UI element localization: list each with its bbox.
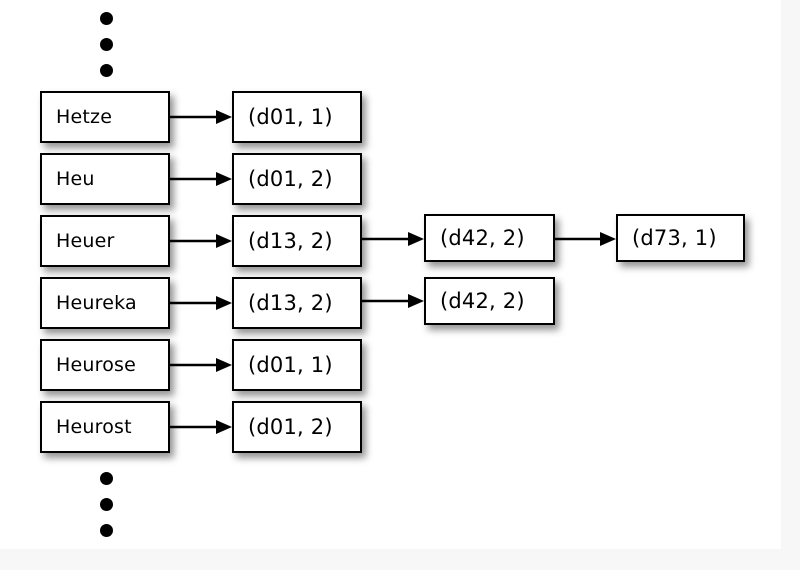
posting-label: (d42, 2) bbox=[440, 225, 525, 250]
term-label: Hetze bbox=[56, 105, 113, 128]
term-box-heurose[interactable]: Heurose bbox=[40, 339, 170, 391]
arrow-heurose-to-d01-1 bbox=[170, 358, 232, 372]
posting-box-r3-c1[interactable]: (d13, 2) bbox=[232, 215, 362, 267]
posting-box-r1-c1[interactable]: (d01, 1) bbox=[232, 91, 362, 143]
vertical-ellipsis-top bbox=[100, 12, 114, 77]
ellipsis-dot bbox=[100, 64, 113, 77]
arrow-heureka-to-d13-2 bbox=[170, 296, 232, 310]
ellipsis-dot bbox=[100, 472, 113, 485]
ellipsis-dot bbox=[100, 524, 113, 537]
term-label: Heuer bbox=[56, 229, 115, 252]
arrow-heu-to-d01-2 bbox=[170, 172, 232, 186]
posting-label: (d42, 2) bbox=[440, 288, 525, 313]
posting-label: (d01, 2) bbox=[248, 166, 333, 191]
term-label: Heurost bbox=[56, 415, 132, 438]
arrow-heurost-to-d01-2 bbox=[170, 420, 232, 434]
arrow-d13-2-to-d42-2 bbox=[362, 232, 424, 246]
arrow-hetze-to-d01-1 bbox=[170, 110, 232, 124]
term-box-hetze[interactable]: Hetze bbox=[40, 91, 170, 143]
posting-label: (d01, 2) bbox=[248, 414, 333, 439]
term-box-heu[interactable]: Heu bbox=[40, 153, 170, 205]
posting-box-r5-c1[interactable]: (d01, 1) bbox=[232, 339, 362, 391]
ellipsis-dot bbox=[100, 12, 113, 25]
ellipsis-dot bbox=[100, 498, 113, 511]
posting-label: (d13, 2) bbox=[248, 228, 333, 253]
posting-label: (d13, 2) bbox=[248, 290, 333, 315]
term-box-heureka[interactable]: Heureka bbox=[40, 277, 170, 329]
vertical-ellipsis-bottom bbox=[100, 472, 114, 537]
posting-box-r2-c1[interactable]: (d01, 2) bbox=[232, 153, 362, 205]
arrow-heuer-to-d13-2 bbox=[170, 234, 232, 248]
ellipsis-dot bbox=[100, 38, 113, 51]
term-box-heuer[interactable]: Heuer bbox=[40, 215, 170, 267]
term-box-heurost[interactable]: Heurost bbox=[40, 401, 170, 453]
term-label: Heurose bbox=[56, 353, 137, 376]
posting-label: (d01, 1) bbox=[248, 104, 333, 129]
posting-label: (d73, 1) bbox=[632, 225, 717, 250]
posting-box-r4-c1[interactable]: (d13, 2) bbox=[232, 277, 362, 329]
arrow-d13-2-to-d42-2-row4 bbox=[362, 294, 424, 308]
posting-box-r6-c1[interactable]: (d01, 2) bbox=[232, 401, 362, 453]
posting-box-r3-c3[interactable]: (d73, 1) bbox=[616, 214, 745, 262]
posting-box-r4-c2[interactable]: (d42, 2) bbox=[424, 277, 555, 325]
posting-label: (d01, 1) bbox=[248, 352, 333, 377]
arrow-d42-2-to-d73-1 bbox=[555, 232, 616, 246]
term-label: Heu bbox=[56, 167, 95, 190]
term-label: Heureka bbox=[56, 291, 137, 314]
posting-box-r3-c2[interactable]: (d42, 2) bbox=[424, 214, 555, 262]
